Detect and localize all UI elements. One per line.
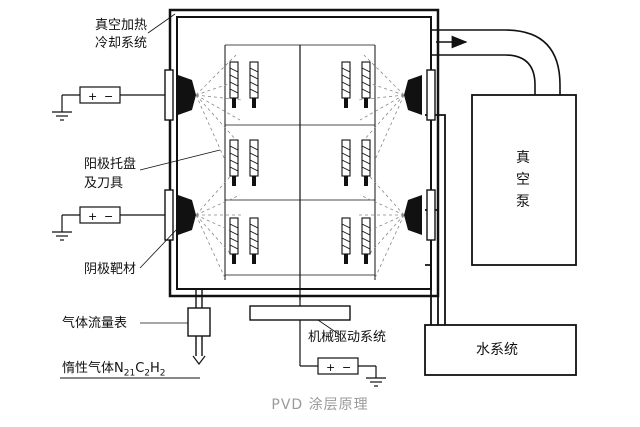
power-supply-middle — [52, 206, 165, 241]
label-cathode-tray-line1: 阳极托盘 — [84, 157, 137, 172]
ground-icon — [366, 377, 386, 387]
gas-inlet — [60, 289, 211, 379]
minus-symbol: − — [342, 361, 351, 374]
cathode-target-right-top — [404, 69, 436, 121]
power-supply-top — [52, 86, 165, 121]
cutting-tool-icon — [249, 217, 259, 265]
label-inert-gas: 惰性气体N21C2H2 — [62, 361, 166, 379]
plasma-source-icon — [178, 195, 196, 235]
label-vacuum-pump-1: 真 — [516, 150, 530, 166]
label-gas-flowmeter: 气体流量表 — [62, 316, 128, 331]
vacuum-pipe — [431, 29, 561, 95]
power-supply-icon — [79, 206, 121, 224]
minus-symbol: − — [104, 210, 113, 223]
gas-flowmeter-box — [187, 307, 211, 337]
label-mech-drive: 机械驱动系统 — [308, 330, 387, 345]
power-supply-icon — [317, 357, 359, 375]
ground-icon — [52, 231, 72, 241]
cutting-tool-icon — [361, 61, 371, 109]
plus-symbol: + — [326, 361, 335, 374]
label-water-system: 水系统 — [476, 342, 518, 358]
cutting-tool-icon — [229, 217, 239, 265]
vacuum-pump — [471, 94, 577, 266]
vacuum-chamber — [168, 8, 440, 298]
minus-symbol: − — [104, 90, 113, 103]
cathode-target-right-bottom — [404, 189, 436, 241]
plasma-rays — [195, 54, 405, 279]
cutting-tool-icon — [249, 61, 259, 109]
plasma-source-icon — [178, 75, 196, 115]
ground-icon — [52, 111, 72, 121]
cathode-target-left-top — [164, 69, 196, 121]
plasma-source-icon — [404, 195, 422, 235]
cathode-target-left-bottom — [164, 189, 196, 241]
tool-rack — [224, 44, 376, 300]
cutting-tool-icon — [341, 217, 351, 265]
cutting-tool-icon — [341, 61, 351, 109]
leader-lines — [139, 13, 341, 336]
label-cathode-tray-line2: 及刀具 — [84, 176, 124, 191]
cutting-tool-icon — [341, 139, 351, 187]
power-supply-icon — [79, 86, 121, 104]
plasma-source-icon — [404, 75, 422, 115]
cutting-tool-icon — [229, 61, 239, 109]
label-vacuum-heating-line1: 真空加热 — [95, 18, 148, 33]
label-cathode-target: 阴极靶材 — [84, 262, 137, 277]
label-vacuum-heating-line2: 冷却系统 — [95, 36, 148, 51]
cutting-tool-icon — [229, 139, 239, 187]
power-supply-bottom — [299, 296, 386, 387]
cutting-tool-icon — [361, 139, 371, 187]
label-vacuum-pump-3: 泵 — [516, 194, 530, 210]
drive-plate — [249, 305, 351, 321]
water-system-box — [424, 324, 577, 376]
plus-symbol: + — [88, 210, 97, 223]
cutting-tool-icon — [361, 217, 371, 265]
figure-caption: PVD 涂层原理 — [271, 397, 369, 413]
plus-symbol: + — [88, 90, 97, 103]
cutting-tool-icon — [249, 139, 259, 187]
label-vacuum-pump-2: 空 — [516, 172, 530, 188]
